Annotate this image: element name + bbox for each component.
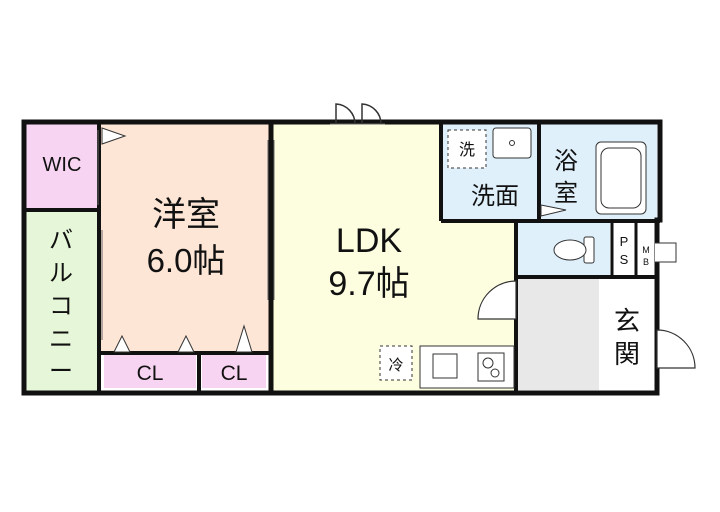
pipe-space-label-1: P: [620, 234, 629, 249]
burner-icon: [490, 368, 500, 378]
closet-door-icons: [113, 324, 253, 353]
closet-2-label: CL: [221, 362, 248, 385]
kitchen-sink-icon: [432, 353, 458, 379]
western-room-area: [100, 124, 270, 352]
closet-2-area: [202, 355, 266, 388]
entrance-door-swing: [656, 329, 696, 369]
burner-icon: [482, 357, 494, 369]
washroom-label: 洗面: [471, 182, 519, 210]
balcony-label: バ ル コ ニ ー: [49, 226, 73, 385]
bathtub-icon: [595, 141, 647, 215]
balcony-char: ニ: [49, 325, 73, 353]
bathroom-label-2: 室: [554, 179, 578, 207]
closet-1-label: CL: [137, 362, 164, 385]
pipe-space-label-2: S: [620, 252, 629, 267]
top-door-swings: [335, 103, 382, 125]
refrigerator-label: 冷: [388, 356, 403, 374]
refrigerator-space: [379, 345, 413, 381]
bathtub-inner: [600, 147, 642, 209]
western-room-name: 洋室: [152, 195, 220, 235]
sink-icon: [492, 127, 532, 159]
balcony-char: バ: [49, 226, 73, 254]
meter-box-label-2: B: [643, 257, 649, 267]
western-room-size: 6.0帖: [147, 242, 226, 279]
entrance-label-2: 関: [614, 340, 640, 370]
ldk-name: LDK: [336, 222, 402, 260]
ldk-door-swing: [477, 280, 517, 320]
bathroom-door-icon: [540, 204, 567, 217]
toilet-door-icon: [655, 242, 677, 263]
wic-area: [25, 124, 98, 209]
closet-1-area: [104, 355, 196, 388]
meter-box-label-1: M: [642, 245, 650, 255]
balcony-char: ル: [49, 259, 73, 287]
washer-space: [447, 129, 487, 169]
balcony-char: コ: [49, 292, 73, 320]
entrance-step: [599, 279, 655, 390]
wic-door-icon: [101, 127, 127, 145]
balcony-area: [25, 211, 98, 391]
wic-label: WIC: [43, 154, 82, 176]
washer-label: 洗: [459, 140, 475, 159]
ldk-size: 9.7帖: [328, 265, 409, 303]
toilet-icon: [553, 236, 595, 264]
walls: [21, 119, 663, 396]
entrance-label-1: 玄: [614, 307, 640, 337]
bathroom-label-1: 浴: [554, 147, 578, 175]
balcony-char: ー: [49, 357, 73, 385]
sink-drain-icon: [509, 140, 515, 146]
window-lines: [97, 123, 385, 340]
